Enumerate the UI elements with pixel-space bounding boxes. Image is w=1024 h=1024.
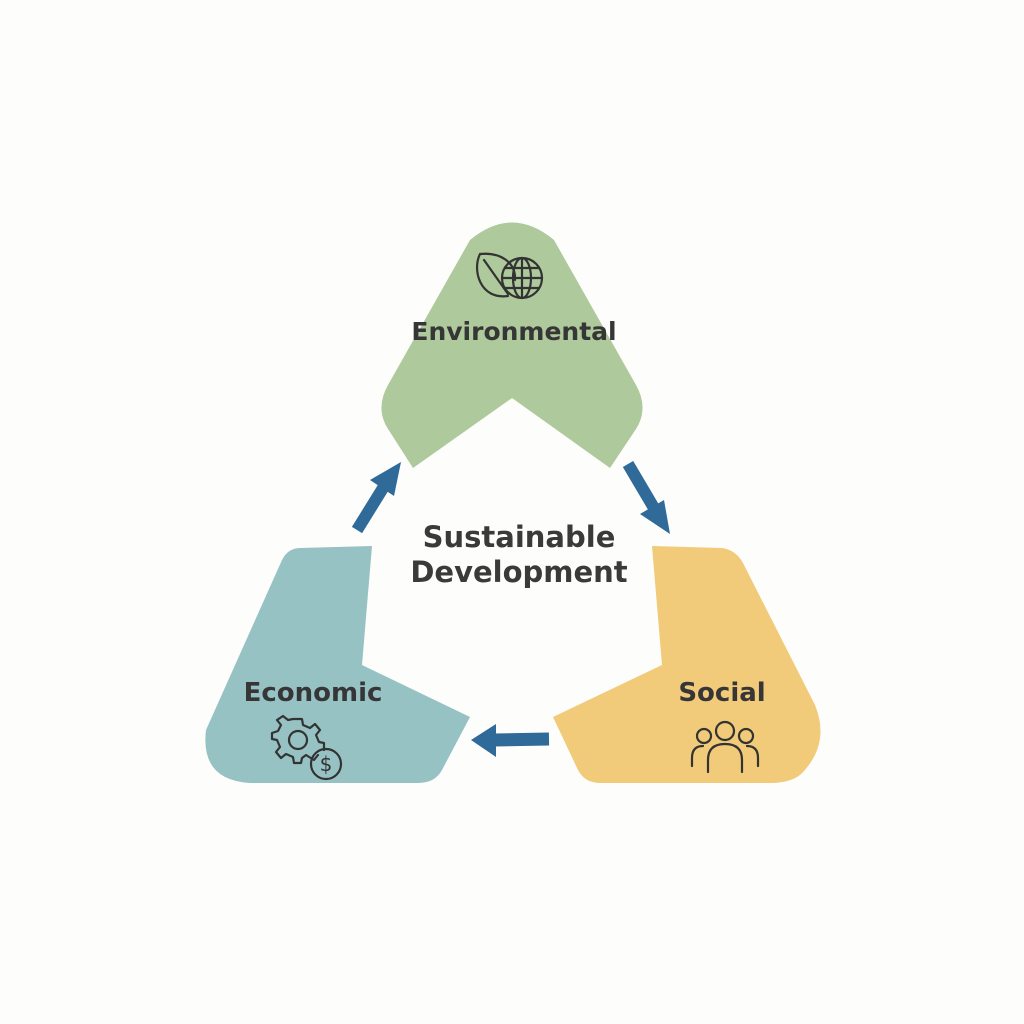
leaf-globe-icon (475, 252, 544, 300)
economic-label: Economic (244, 678, 383, 708)
arrow-environmental-to-social (622, 460, 670, 534)
dollar-sign: $ (320, 752, 333, 776)
economic-shape (205, 546, 470, 783)
pillar-social: Social (553, 546, 821, 783)
center-title-line1: Sustainable (423, 520, 616, 554)
pillar-economic: Economic $ (205, 546, 470, 783)
social-shape (553, 546, 821, 783)
gear-dollar-icon: $ (270, 714, 343, 781)
arrow-economic-to-environmental (351, 462, 401, 534)
environmental-shape (381, 222, 643, 468)
people-icon (690, 720, 760, 774)
arrow-social-to-economic (471, 724, 550, 757)
environmental-label: Environmental (411, 317, 616, 346)
social-label: Social (678, 678, 765, 708)
pillar-environmental: Environmental (381, 222, 643, 468)
center-title-line2: Development (410, 555, 627, 589)
cycle-arrows (351, 460, 670, 757)
